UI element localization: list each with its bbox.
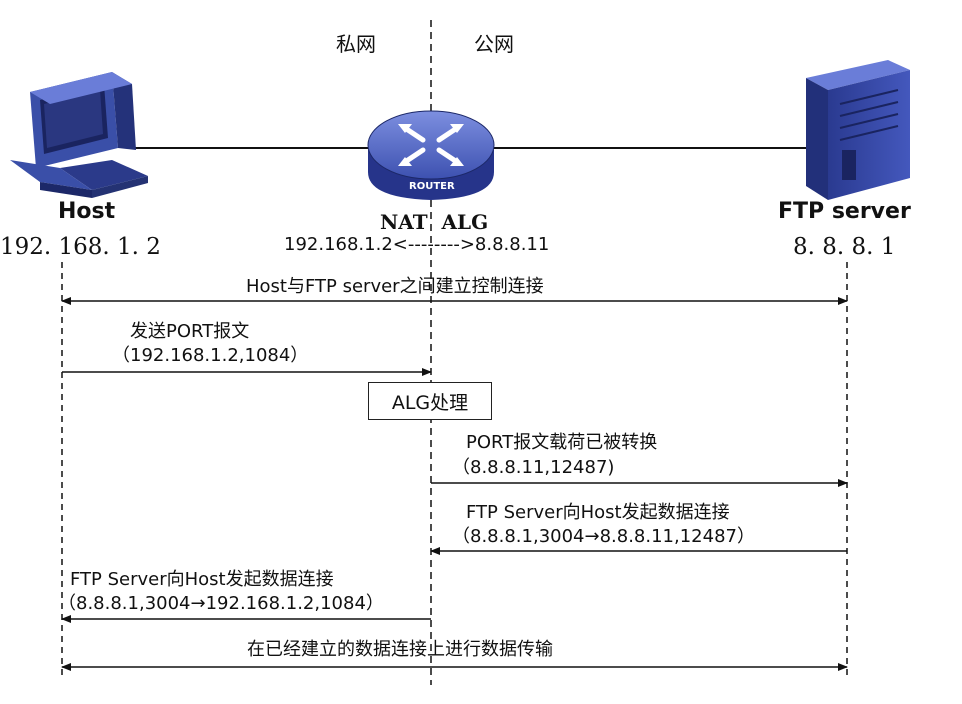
message-control-connection: Host与FTP server之间建立控制连接 [246,276,544,297]
server-icon [806,60,910,200]
message-data-connect-public-params: （8.8.8.1,3004→8.8.8.11,12487） [452,526,755,547]
message-data-connect-public: FTP Server向Host发起数据连接 [466,502,730,523]
message-data-transfer: 在已经建立的数据连接上进行数据传输 [247,639,553,660]
host-name: Host [58,199,116,224]
router-icon [367,110,495,200]
computer-icon [10,72,148,198]
alg-process-label: ALG处理 [391,391,469,414]
router-badge: ROUTER [409,181,455,192]
message-port-translated-params: （8.8.8.11,12487) [452,457,615,478]
message-data-connect-private-params: （8.8.8.1,3004→192.168.1.2,1084） [58,593,384,614]
router-name: NAT ALG [380,210,489,234]
server-name: FTP server [778,199,911,224]
host-ip: 192. 168. 1. 2 [0,234,161,260]
alg-process-box: ALG处理 [368,382,492,420]
public-network-label: 公网 [474,32,514,56]
router-ip-mapping: 192.168.1.2<-------->8.8.8.11 [284,234,550,255]
server-ip: 8. 8. 8. 1 [793,234,896,260]
message-port-send-params: （192.168.1.2,1084） [112,345,309,366]
message-data-connect-private: FTP Server向Host发起数据连接 [70,569,334,590]
message-port-translated: PORT报文载荷已被转换 [466,432,658,453]
message-port-send: 发送PORT报文 [130,321,250,342]
private-network-label: 私网 [336,32,376,56]
